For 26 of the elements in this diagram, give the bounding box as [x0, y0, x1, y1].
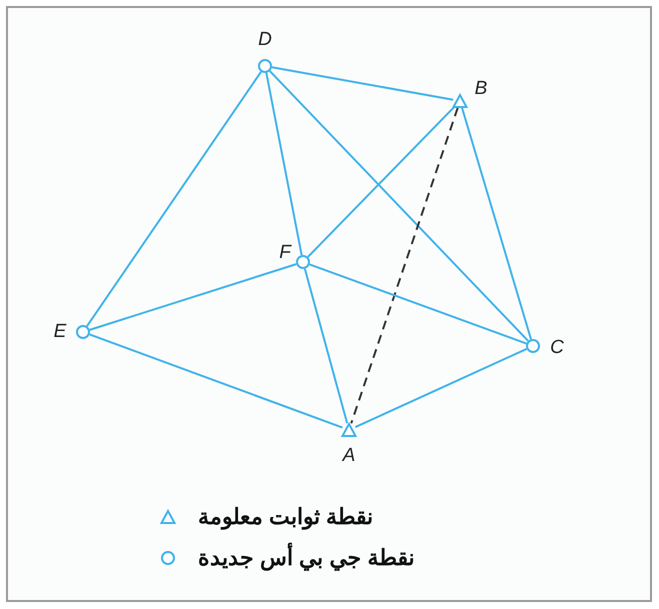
legend-text: نقطة ثوابت معلومة	[198, 503, 374, 532]
survey-line	[89, 333, 343, 429]
gps-point-marker	[257, 58, 273, 74]
survey-line	[309, 263, 527, 345]
control-point-marker	[341, 422, 357, 438]
dashed-line	[350, 107, 459, 424]
control-point-marker	[452, 93, 468, 109]
legend-text: نقطة جي بي أس جديدة	[198, 541, 414, 574]
point-label: C	[549, 338, 565, 357]
survey-line	[272, 66, 454, 101]
point-label: E	[52, 322, 68, 341]
survey-line	[307, 105, 456, 258]
gps-point-marker	[75, 324, 91, 340]
survey-line	[269, 70, 529, 342]
survey-line	[461, 107, 532, 340]
point-label: F	[278, 243, 293, 262]
point-label: D	[257, 30, 273, 49]
survey-line	[86, 71, 262, 327]
gps-point-marker	[295, 254, 311, 270]
point-label: A	[340, 446, 356, 465]
gps-point-marker	[525, 338, 541, 354]
survey-line	[265, 72, 303, 256]
survey-line	[304, 268, 348, 424]
point-label: B	[474, 79, 488, 98]
survey-line	[89, 263, 297, 331]
survey-line	[354, 348, 528, 428]
